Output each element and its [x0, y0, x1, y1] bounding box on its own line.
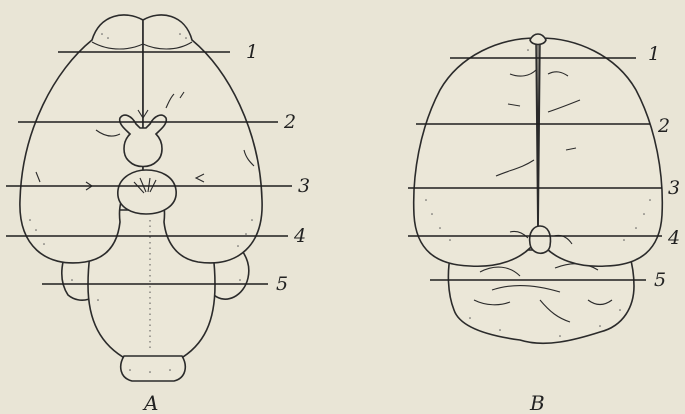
brain-a-level-2-label: 2	[283, 111, 296, 133]
brain-a-level-4-label: 4	[293, 225, 306, 247]
brain-b-level-4-label: 4	[667, 227, 680, 249]
brain-b-frontal-notch	[530, 34, 546, 45]
panel-a-label: A	[142, 391, 158, 414]
brain-a-level-1-label: 1	[246, 41, 258, 63]
brain-a-level-3-label: 3	[298, 175, 310, 197]
brain-b-pineal	[530, 226, 551, 253]
brain-b-level-5-label: 5	[654, 269, 666, 291]
brain-b-level-2-label: 2	[657, 115, 670, 137]
brain-a-spinal-cord	[121, 356, 186, 381]
brain-a-pons	[118, 170, 176, 214]
brain-b-level-1-label: 1	[648, 43, 660, 65]
brain-a-level-5-label: 5	[276, 273, 288, 295]
panel-b-label: B	[529, 391, 545, 414]
brain-a	[20, 15, 262, 381]
brain-b-level-3-label: 3	[668, 177, 680, 199]
